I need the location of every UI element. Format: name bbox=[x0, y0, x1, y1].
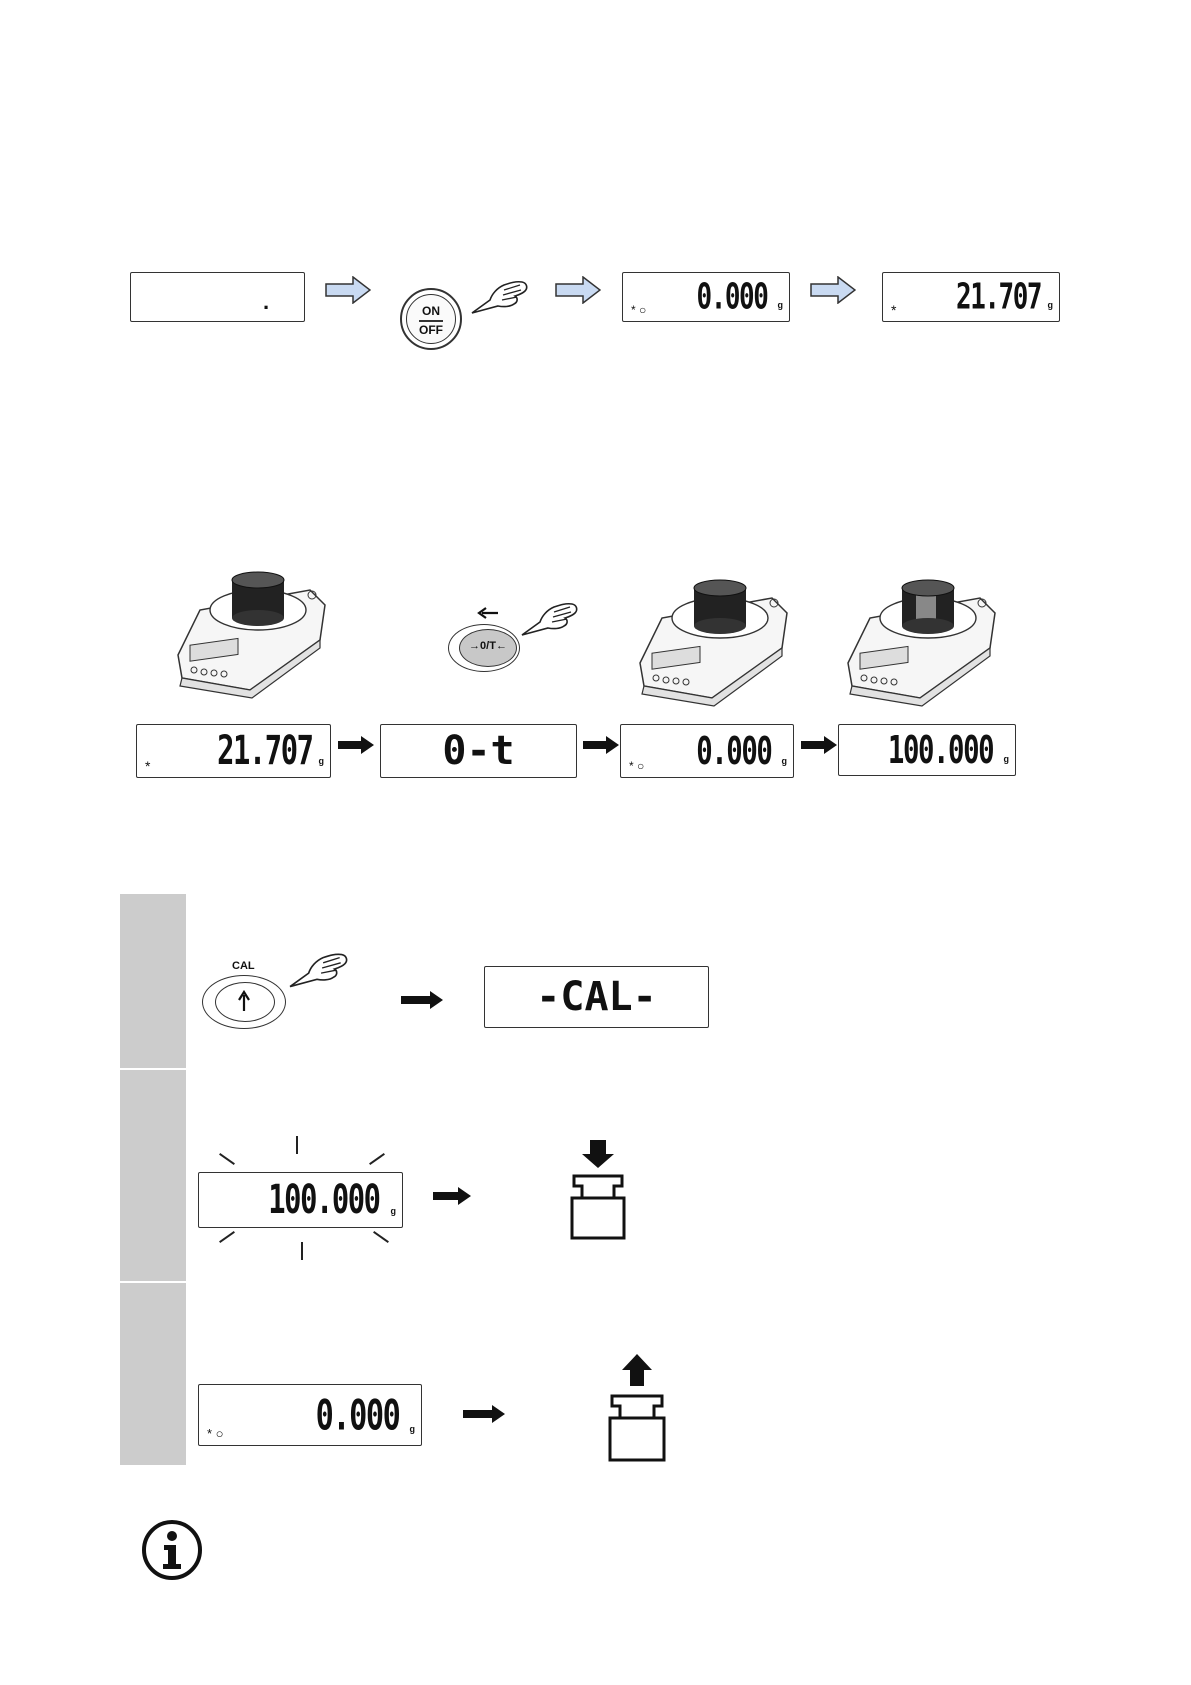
arrow-right-icon bbox=[462, 1404, 506, 1424]
flash-mark bbox=[301, 1242, 303, 1260]
display-unit: g bbox=[410, 1424, 416, 1434]
on-label: ON bbox=[402, 304, 460, 318]
step-sidebar-3 bbox=[120, 1283, 186, 1465]
display-value: 21.707 bbox=[956, 277, 1041, 318]
tare-label: →0/T← bbox=[459, 640, 517, 652]
display-value: 0-t bbox=[381, 728, 576, 774]
arrow-right-icon bbox=[325, 276, 371, 304]
display-value: 0.000 bbox=[696, 277, 767, 318]
stability-indicator: * ○ bbox=[629, 759, 644, 773]
display-weight: 21.707 g * bbox=[136, 724, 331, 778]
flash-mark bbox=[296, 1136, 298, 1154]
balance-with-sample-image bbox=[840, 568, 1000, 708]
tare-button[interactable]: →0/T← bbox=[448, 624, 520, 672]
display-dot: . bbox=[263, 289, 269, 315]
flash-mark bbox=[219, 1153, 235, 1165]
step-sidebar-2 bbox=[120, 1070, 186, 1281]
display-unit: g bbox=[1004, 754, 1010, 764]
display-value: 0.000 bbox=[315, 1391, 399, 1440]
pointing-hand-icon bbox=[520, 598, 580, 638]
display-unit: g bbox=[782, 756, 788, 766]
flash-mark bbox=[373, 1231, 389, 1243]
place-weight-icon bbox=[568, 1138, 628, 1242]
arrow-right-icon bbox=[337, 735, 375, 755]
display-weight: 21.707 g * bbox=[882, 272, 1060, 322]
arrow-up-icon bbox=[237, 990, 251, 1012]
balance-with-container-image bbox=[632, 568, 792, 708]
arrow-right-icon bbox=[400, 990, 444, 1010]
display-zero: 0.000 g * ○ bbox=[620, 724, 794, 778]
display-value: 21.707 bbox=[217, 728, 312, 774]
display-unit: g bbox=[778, 300, 784, 310]
remove-weight-icon bbox=[606, 1352, 668, 1464]
arrow-right-icon bbox=[582, 735, 620, 755]
pointing-hand-icon bbox=[288, 948, 350, 990]
display-value: -CAL- bbox=[485, 974, 708, 1020]
arrow-right-icon bbox=[810, 276, 856, 304]
display-zero: 0.000 g * ○ bbox=[622, 272, 790, 322]
display-100-flashing: 100.000 g bbox=[198, 1172, 403, 1228]
cal-button-label: CAL bbox=[232, 960, 255, 972]
display-value: 100.000 bbox=[888, 728, 993, 772]
display-tare: 0-t bbox=[380, 724, 577, 778]
arrow-right-icon bbox=[800, 735, 838, 755]
display-100: 100.000 g bbox=[838, 724, 1016, 776]
flash-mark bbox=[219, 1231, 235, 1243]
display-off: . bbox=[130, 272, 305, 322]
stability-indicator: * bbox=[145, 758, 150, 774]
cal-button[interactable] bbox=[202, 975, 286, 1029]
display-value: 0.000 bbox=[696, 729, 771, 773]
display-unit: g bbox=[391, 1206, 397, 1216]
display-value: 100.000 bbox=[269, 1177, 380, 1223]
balance-with-container-image bbox=[170, 560, 330, 700]
flash-mark bbox=[369, 1153, 385, 1165]
info-icon bbox=[140, 1518, 204, 1582]
stability-indicator: * ○ bbox=[631, 303, 646, 317]
arrow-right-icon bbox=[555, 276, 601, 304]
display-cal: -CAL- bbox=[484, 966, 709, 1028]
display-unit: g bbox=[1048, 300, 1054, 310]
stability-indicator: * bbox=[891, 302, 896, 318]
on-off-button[interactable]: ON OFF bbox=[400, 288, 462, 350]
stability-indicator: * ○ bbox=[207, 1426, 224, 1441]
display-zero: 0.000 g * ○ bbox=[198, 1384, 422, 1446]
arrow-left-icon bbox=[476, 607, 500, 619]
display-unit: g bbox=[319, 756, 325, 766]
arrow-right-icon bbox=[432, 1186, 472, 1206]
step-sidebar-1 bbox=[120, 894, 186, 1068]
off-label: OFF bbox=[402, 323, 460, 337]
pointing-hand-icon bbox=[470, 276, 530, 316]
